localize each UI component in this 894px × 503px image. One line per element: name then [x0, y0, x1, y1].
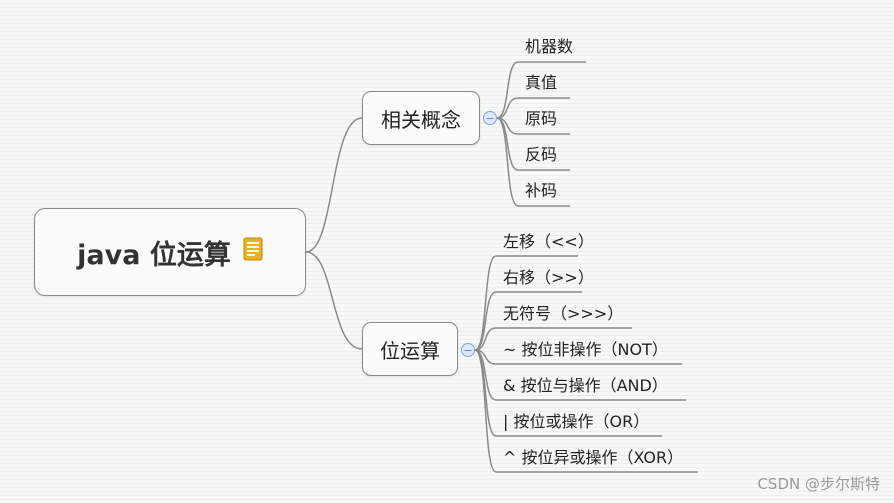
connector-b1-leaf-4 [496, 117, 570, 207]
watermark: CSDN @步尔斯特 [757, 475, 880, 493]
root-topic[interactable]: java 位运算 [34, 208, 306, 296]
collapse-toggle-bitwise-operations[interactable]: − [461, 343, 475, 357]
topic-related-concepts-label: 相关概念 [381, 107, 461, 132]
subtopic-sign-magnitude[interactable]: 原码 [525, 109, 558, 128]
connector-b2-leaf-2 [474, 327, 632, 351]
subtopic-bitwise-or[interactable]: | 按位或操作（OR） [503, 412, 650, 431]
minus-icon: − [485, 111, 495, 125]
connector-b1-leaf-1 [496, 97, 570, 119]
subtopic-left-shift[interactable]: 左移（<<） [503, 232, 594, 251]
topic-bitwise-operations-label: 位运算 [380, 338, 440, 363]
subtopic-ones-complement[interactable]: 反码 [525, 145, 558, 164]
subtopic-bitwise-xor[interactable]: ^ 按位异或操作（XOR） [503, 448, 684, 467]
subtopic-unsigned-shift[interactable]: 无符号（>>>） [503, 304, 624, 323]
connector-b1-leaf-0 [496, 61, 586, 119]
minus-icon: − [463, 343, 473, 357]
topic-bitwise-operations[interactable]: 位运算 [362, 322, 458, 376]
subtopic-bitwise-not[interactable]: ~ 按位非操作（NOT） [503, 340, 668, 359]
subtopic-true-value[interactable]: 真值 [525, 73, 558, 92]
connector-root-b2 [305, 251, 363, 350]
connector-b2-leaf-1 [474, 291, 582, 351]
subtopic-twos-complement[interactable]: 补码 [525, 181, 558, 200]
root-topic-label: java 位运算 [77, 239, 231, 271]
connector-b2-leaf-6 [474, 349, 698, 473]
connector-root-b1 [305, 117, 363, 253]
note-icon[interactable] [243, 237, 263, 268]
topic-related-concepts[interactable]: 相关概念 [362, 91, 480, 145]
collapse-toggle-related-concepts[interactable]: − [483, 111, 497, 125]
connector-b2-leaf-0 [474, 255, 578, 351]
subtopic-bitwise-and[interactable]: & 按位与操作（AND） [503, 376, 668, 395]
subtopic-machine-number[interactable]: 机器数 [525, 37, 574, 56]
subtopic-right-shift[interactable]: 右移（>>） [503, 268, 594, 287]
